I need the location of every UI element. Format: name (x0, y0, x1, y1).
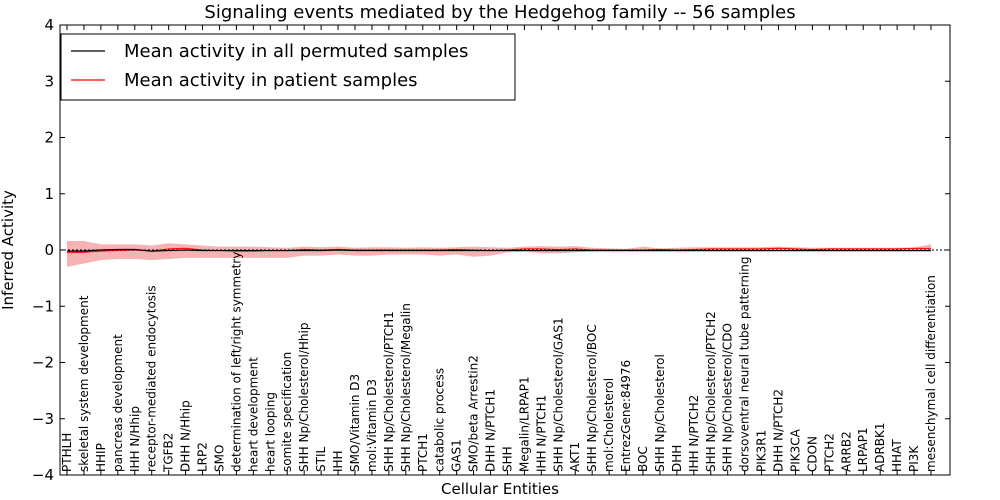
x-tick-label: heart looping (263, 392, 277, 472)
x-tick-label: IHH (331, 450, 345, 472)
x-tick-label: SHH Np/Cholesterol/PTCH2 (704, 311, 718, 472)
x-tick-label: SHH Np/Cholesterol/Megalin (399, 303, 413, 472)
x-tick-label: ADRBK1 (873, 422, 887, 472)
x-tick-label: GAS1 (450, 439, 464, 472)
x-tick-label: PTCH2 (822, 433, 836, 472)
x-tick-label: AKT1 (568, 442, 582, 472)
x-tick-label: SMO/Vitamin D3 (348, 374, 362, 472)
y-axis-label: Inferred Activity (0, 190, 17, 310)
x-tick-label: EntrezGene:84976 (619, 360, 633, 472)
x-tick-label: dorsoventral neural tube patterning (738, 256, 752, 472)
x-tick-label: IHH N/PTCH1 (534, 395, 548, 472)
x-tick-label: somite specification (280, 352, 294, 472)
series-line-permuted (67, 248, 931, 252)
x-tick-label: heart development (246, 357, 260, 472)
x-tick-label: STIL (314, 447, 328, 472)
legend: Mean activity in all permuted samples Me… (60, 33, 516, 101)
x-axis-label: Cellular Entities (441, 480, 559, 498)
x-tick-label: mesenchymal cell differentiation (924, 275, 938, 472)
y-tick-label: 4 (44, 16, 54, 34)
x-tick-label: PIK3CA (788, 428, 802, 472)
y-tick-label: −1 (32, 297, 54, 315)
x-tick-label: PI3K (907, 445, 921, 472)
x-tick-label: DHH (670, 445, 684, 472)
x-tick-label: SMO (212, 445, 226, 472)
x-tick-label: skeletal system development (77, 295, 91, 472)
x-tick-label: receptor-mediated endocytosis (145, 285, 159, 472)
x-tick-label: catabolic process (433, 368, 447, 472)
x-tick-label: TGFB2 (162, 433, 176, 473)
x-tick-label: SHH Np/Cholesterol/PTCH1 (382, 311, 396, 472)
y-tick-label: −4 (32, 466, 54, 484)
x-tick-label: IHH N/Hhip (128, 406, 142, 472)
legend-box (60, 33, 516, 101)
y-tick-label: −3 (32, 410, 54, 428)
x-tick-label: DHH N/Hhip (179, 400, 193, 472)
legend-label-patient: Mean activity in patient samples (124, 70, 418, 91)
x-tick-label: pancreas development (111, 334, 125, 472)
x-tick-label: SMO/beta Arrestin2 (467, 355, 481, 472)
x-tick-label: IHH N/PTCH2 (687, 395, 701, 472)
x-tick-label: PIK3R1 (755, 430, 769, 472)
x-tick-label: determination of left/right symmetry (229, 252, 243, 472)
x-tick-label: SHH (500, 446, 514, 472)
x-tick-label: BOC (636, 446, 650, 472)
x-tick-label: SHH Np/Cholesterol/GAS1 (551, 317, 565, 472)
x-tick-label: SHH Np/Cholesterol/BOC (585, 324, 599, 472)
x-tick-label: PTHLH (60, 433, 74, 472)
x-tick-label: HHIP (94, 443, 108, 472)
x-tick-label: SHH Np/Cholesterol/CDO (721, 323, 735, 472)
series-lines (66, 247, 931, 254)
x-tick-label: mol:Vitamin D3 (365, 379, 379, 472)
y-tick-label: 1 (44, 185, 54, 203)
x-tick-label: mol:Cholesterol (602, 378, 616, 472)
legend-label-permuted: Mean activity in all permuted samples (124, 41, 468, 62)
x-tick-label: ARRB2 (839, 431, 853, 472)
y-tick-label: −2 (32, 354, 54, 372)
x-tick-label: DHH N/PTCH1 (484, 389, 498, 472)
activity-bands (67, 241, 931, 267)
x-tick-label: PTCH1 (416, 433, 430, 472)
y-axis-ticks: −4 −3 −2 −1 0 1 2 3 4 (32, 16, 950, 484)
x-tick-label: LRPAP1 (856, 427, 870, 472)
patient-activity-band (67, 241, 931, 267)
x-tick-label: LRP2 (196, 442, 210, 472)
x-tick-label: Megalin/LRPAP1 (517, 376, 531, 472)
y-tick-label: 2 (44, 129, 54, 147)
x-tick-label: CDON (805, 436, 819, 472)
x-tick-label: SHH Np/Cholesterol (653, 354, 667, 472)
y-tick-label: 0 (44, 241, 54, 259)
y-tick-label: 3 (44, 72, 54, 90)
x-tick-label: DHH N/PTCH2 (772, 389, 786, 472)
x-tick-label: HHAT (890, 439, 904, 472)
chart-title: Signaling events mediated by the Hedgeho… (204, 2, 795, 23)
x-tick-label: SHH Np/Cholesterol/Hhip (297, 323, 311, 472)
